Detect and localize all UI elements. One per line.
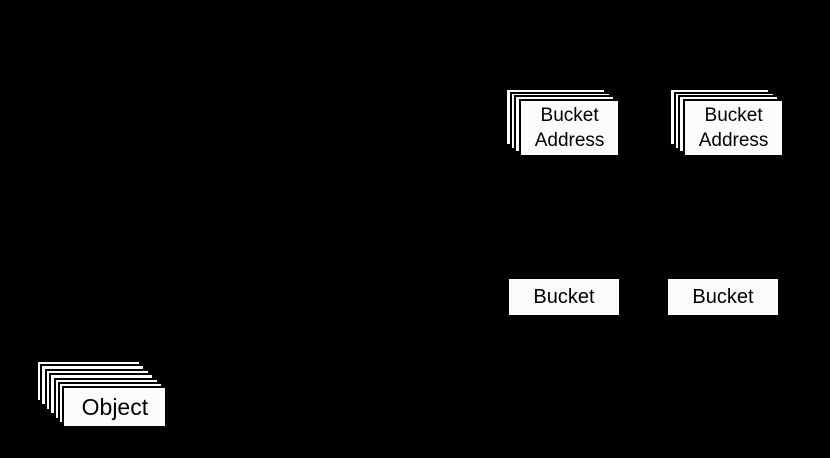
bucket-address-stack-left: Bucket Address (505, 88, 622, 158)
object-label: Object (81, 393, 149, 420)
bucket-address-stack-right: Bucket Address (669, 88, 786, 158)
bucket-address-line2: Address (698, 130, 769, 152)
object-stack: Object (36, 360, 168, 429)
bucket-address-line2: Address (534, 130, 605, 152)
bucket-address-card-right: Bucket Address (683, 99, 785, 158)
bucket-address-label: Bucket Address (535, 103, 605, 153)
object-card: Object (62, 386, 168, 429)
bucket-box-right: Bucket (666, 277, 780, 317)
bucket-address-line1: Bucket (540, 105, 599, 127)
bucket-box-left: Bucket (507, 277, 621, 317)
bucket-address-line1: Bucket (704, 105, 763, 127)
bucket-label: Bucket (692, 285, 754, 308)
bucket-address-card-left: Bucket Address (519, 99, 621, 158)
bucket-label: Bucket (533, 285, 595, 308)
bucket-address-label: Bucket Address (699, 103, 769, 153)
